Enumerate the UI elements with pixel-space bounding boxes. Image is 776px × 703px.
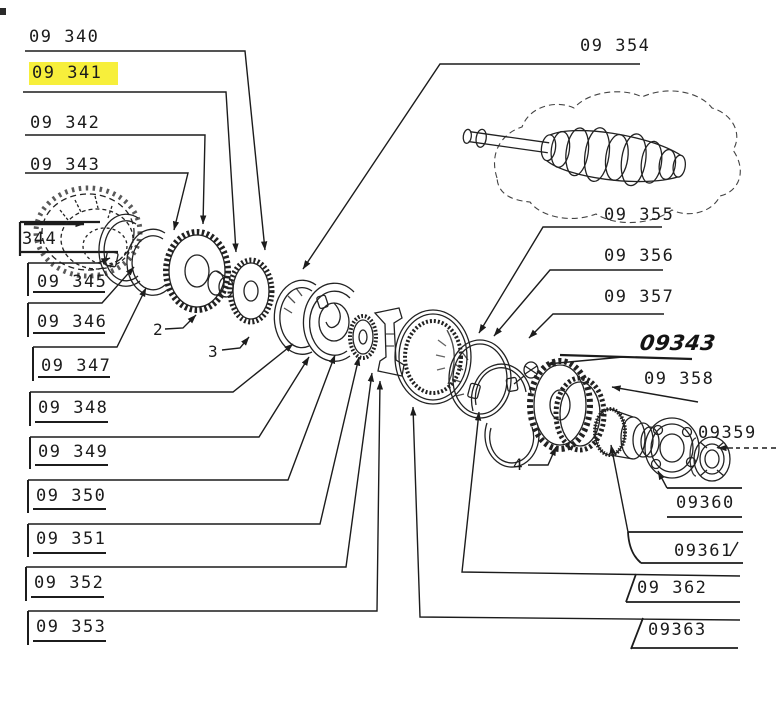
leader-09-341 [23,91,239,253]
box-09-349 [29,437,108,469]
box-09-347 [32,347,110,381]
leader-09-347 [33,287,147,348]
part-label-09-356: 09 356 [604,246,675,266]
leader-09-357 [528,313,664,339]
fourth-gear-cluster [527,358,607,453]
leader-09-355 [478,226,662,334]
part-label-09-340: 09 340 [29,27,100,47]
circlip-halves [467,363,540,468]
leader-09-342 [25,134,207,225]
part-label-09-351: 09 351 [36,529,107,549]
part-label-09360: 09360 [676,493,735,513]
box-09-350 [27,480,106,513]
part-label-09-343: 09 343 [30,155,101,175]
part-label-09359: 09359 [698,423,757,443]
leader-09-362 [461,411,741,577]
box-09-345 [27,263,105,296]
left-synchro-rings [98,213,168,296]
part-label-09-347: 09 347 [41,356,112,376]
leader-lines-left [23,50,384,612]
part-label-09-349: 09 349 [38,442,109,462]
spacer-rings [632,422,660,458]
leader-09360 [657,470,668,489]
part-label-09-358: 09 358 [644,369,715,389]
part-label-09-344-obscured: 344 [22,229,58,249]
box-09-362 [625,573,740,603]
tick-09361 [729,541,739,557]
shift-plate [373,307,405,377]
callout-number-3: 3 [208,342,218,361]
box-09363 [630,617,738,650]
part-label-09-345: 09 345 [37,272,108,292]
part-label-09-354: 09 354 [580,36,651,56]
leader-09361 [609,444,629,533]
scan-speck [0,8,6,15]
second-gear [163,229,234,313]
leader-09-353 [28,380,384,612]
part-label-09-353: 09 353 [36,617,107,637]
part-label-09-346: 09 346 [37,312,108,332]
box-09-352 [25,567,104,601]
leader-09-348 [30,343,294,393]
leader-09-356 [493,269,663,337]
part-label-09-350: 09 350 [36,486,107,506]
blocker-ring [273,279,317,355]
callout-leaders [164,314,557,466]
leader-callout-4 [528,446,557,466]
hub-gear [348,314,378,360]
part-label-09-348: 09 348 [38,398,109,418]
leader-09-340 [25,50,268,251]
lock-bolt [513,361,539,385]
cone-ring [448,339,512,419]
callout-number-2: 2 [153,320,163,339]
splined-shaft-section [593,407,646,460]
leader-callout-3 [221,336,250,351]
part-label-09-341-highlighted: 09 341 [29,62,119,85]
leader-lines-right [302,63,776,621]
box-09-348 [29,392,108,426]
callout-number-4: 4 [513,455,523,474]
box-09-346 [27,303,105,337]
leader-09-349 [30,356,310,438]
leader-09-350 [28,354,336,481]
box-09-353 [27,611,106,645]
ring-gear [394,309,472,405]
leader-09-346 [28,266,135,304]
assembled-shaft [462,127,687,187]
assembled-gearbox-inset [462,90,741,224]
part-label-09-362: 09 362 [637,578,708,598]
part-label-09-342: 09 342 [30,113,101,133]
part-label-09-357: 09 357 [604,287,675,307]
box-09361 [627,531,743,564]
housing-outline [494,90,741,224]
leader-callout-2 [164,314,197,330]
part-label-09-355: 09 355 [604,205,675,225]
synchro-hub [302,282,355,362]
part-label-09343-handwritten: 09343 [638,331,718,355]
leader-09-352 [26,372,375,568]
label-boxes [18,220,743,650]
leader-09-345 [28,257,111,265]
box-09360 [667,487,742,518]
exploded-view-drawing [33,185,731,482]
part-label-09-352: 09 352 [34,573,105,593]
underline-09343-handwritten [559,353,693,361]
leader-09-354 [302,63,640,270]
box-09-351 [27,524,106,557]
leader-09-343 [25,172,189,231]
box-09-344 [18,220,118,256]
end-nut [689,436,731,482]
part-label-09361: 09361 [674,541,733,561]
leader-09-351 [28,356,361,525]
third-gear [227,257,275,325]
leader-09-358 [611,385,699,403]
leader-09363 [410,406,741,621]
part-label-09363: 09363 [648,620,707,640]
